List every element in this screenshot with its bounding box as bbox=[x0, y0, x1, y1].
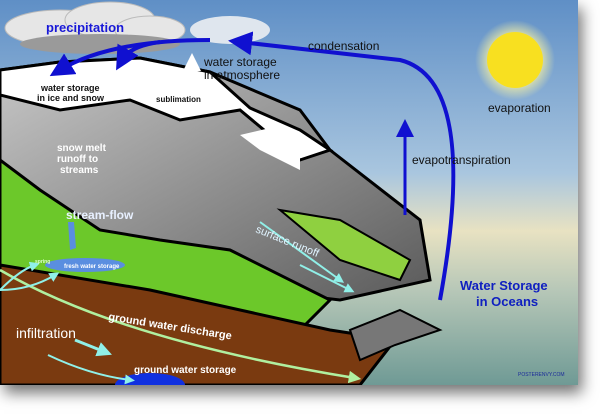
snow-patch bbox=[240, 128, 300, 170]
diagram-canvas: precipitation condensation water storage… bbox=[0, 0, 578, 397]
ocean-storage-label-1: Water Storage bbox=[460, 278, 548, 293]
infiltration-arrow bbox=[74, 338, 112, 357]
snowmelt-label-2: runoff to bbox=[57, 154, 98, 165]
surface-runoff-arrow-2 bbox=[299, 264, 355, 293]
infiltration-label: infiltration bbox=[16, 325, 76, 341]
water-cycle-diagram: precipitation condensation water storage… bbox=[0, 0, 578, 397]
stream bbox=[68, 222, 76, 250]
precipitation-arrow-2 bbox=[116, 40, 161, 71]
ice-snow-label-1: water storage bbox=[40, 83, 100, 93]
watermark-logo: POSTERENVY.COM bbox=[518, 372, 565, 378]
rain-cloud-base bbox=[20, 34, 180, 54]
infiltration-arrow-2 bbox=[47, 354, 135, 385]
ground-water-discharge-arrow bbox=[0, 268, 362, 384]
ocean-storage-label-2: in Oceans bbox=[476, 294, 538, 309]
ice-snow-label-2: in ice and snow bbox=[37, 93, 105, 103]
evaporation-arrow bbox=[228, 31, 456, 301]
cliff-rock bbox=[348, 308, 443, 362]
surface-runoff-arrow bbox=[259, 221, 345, 283]
streamflow-label: stream-flow bbox=[66, 208, 134, 222]
atmosphere-label-2: in atmosphere bbox=[204, 68, 280, 82]
ground-water-storage-label: ground water storage bbox=[134, 365, 237, 376]
atmosphere-label-1: water storage bbox=[203, 55, 277, 69]
evapotranspiration-label: evapotranspiration bbox=[412, 153, 511, 167]
spring-arrow-2 bbox=[0, 272, 60, 291]
spring-label: spring bbox=[35, 259, 50, 265]
evaporation-label: evaporation bbox=[488, 101, 551, 115]
fresh-water-lake bbox=[45, 258, 125, 272]
fresh-water-storage-label: fresh water storage bbox=[64, 264, 120, 270]
grass-ledge bbox=[276, 208, 412, 282]
precipitation-label: precipitation bbox=[46, 20, 124, 35]
condensation-label: condensation bbox=[308, 39, 379, 53]
snowmelt-label-3: streams bbox=[60, 165, 99, 176]
sublimation-label: sublimation bbox=[156, 95, 201, 104]
sun-icon bbox=[487, 32, 543, 88]
snowmelt-label-1: snow melt bbox=[57, 143, 107, 154]
spring-arrow bbox=[0, 261, 40, 291]
snow-cap bbox=[0, 56, 334, 162]
